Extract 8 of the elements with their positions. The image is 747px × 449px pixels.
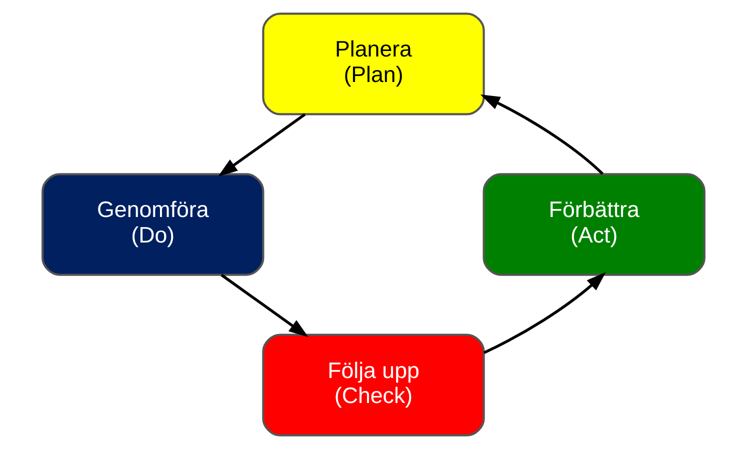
node-box: Genomföra (Do) (42, 173, 264, 276)
arrow (220, 274, 308, 338)
node-box: Förbättra (Act) (482, 173, 706, 276)
node-box: Planera (Plan) (262, 12, 485, 116)
arrow (483, 272, 606, 354)
arrow (480, 94, 604, 175)
arrow (218, 113, 306, 177)
node-box: Följa upp (Check) (262, 334, 485, 436)
